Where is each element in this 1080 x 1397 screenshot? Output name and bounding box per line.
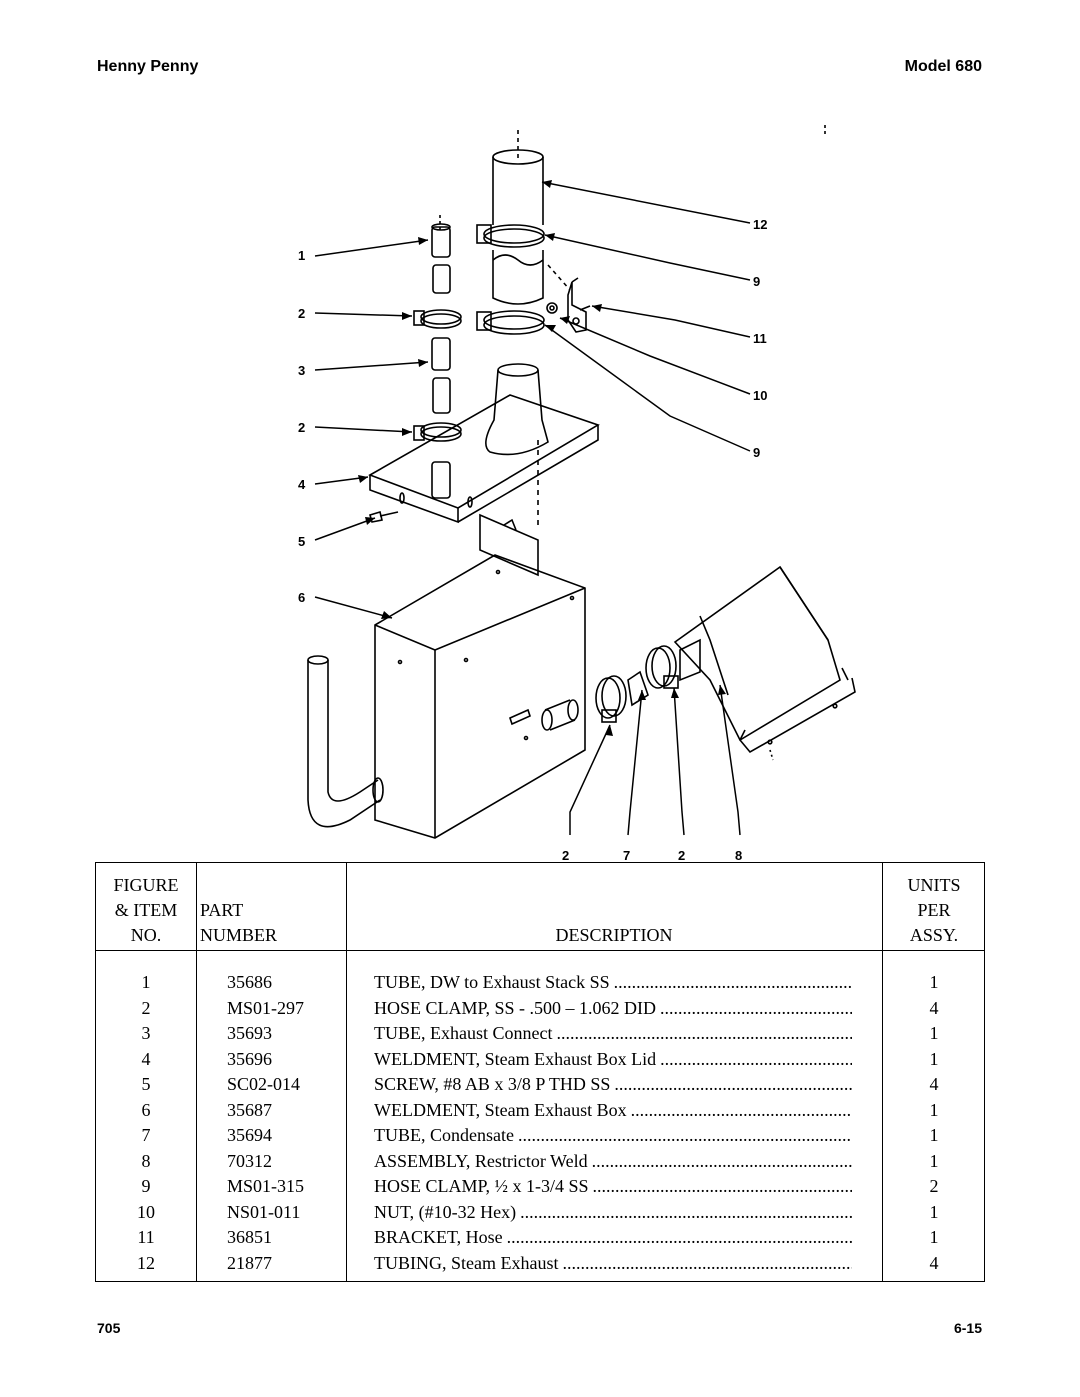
header-description: DESCRIPTION [555, 925, 673, 945]
quantity: 4 [929, 1074, 939, 1094]
table-row: 6 35687 WELDMENT, Steam Exhaust Box 1 [96, 1100, 984, 1126]
description: TUBE, Exhaust Connect [374, 1023, 852, 1044]
item-number: 3 [141, 1023, 151, 1043]
table-row: 9 MS01-315 HOSE CLAMP, ½ x 1-3/4 SS 2 [96, 1176, 984, 1202]
part-number: NS01-011 [227, 1201, 301, 1222]
header-units-per-assy: UNITS PER ASSY. [907, 875, 961, 945]
part-number: 35694 [227, 1125, 272, 1145]
table-row: 12 21877 TUBING, Steam Exhaust 4 [96, 1253, 984, 1279]
part-number: 35693 [227, 1023, 272, 1043]
header-part-number: PART NUMBER [200, 900, 278, 945]
description: NUT, (#10-32 Hex) [374, 1202, 852, 1223]
item-number: 2 [141, 997, 151, 1018]
item-number: 1 [141, 972, 151, 992]
quantity: 1 [929, 1023, 939, 1043]
callout-left-2: 2 [298, 306, 305, 321]
description: ASSEMBLY, Restrictor Weld [374, 1151, 852, 1172]
callout-left-3: 3 [298, 363, 305, 378]
quantity: 1 [929, 972, 939, 992]
description: WELDMENT, Steam Exhaust Box Lid [374, 1049, 852, 1070]
callout-left-4: 2 [298, 420, 305, 435]
parts-table: FIGURE & ITEM NO. PART NUMBER DESCRIPTIO… [95, 862, 985, 1282]
description: WELDMENT, Steam Exhaust Box [374, 1100, 852, 1121]
quantity: 1 [929, 1227, 939, 1247]
quantity: 4 [929, 997, 939, 1018]
part-number: MS01-297 [227, 997, 305, 1018]
callout-right-3: 11 [753, 331, 767, 346]
part-number: SC02-014 [227, 1074, 301, 1094]
description: HOSE CLAMP, SS - .500 – 1.062 DID [374, 998, 852, 1019]
quantity: 1 [929, 1125, 939, 1145]
table-row: 8 70312 ASSEMBLY, Restrictor Weld 1 [96, 1151, 984, 1177]
table-row: 10 NS01-011 NUT, (#10-32 Hex) 1 [96, 1202, 984, 1228]
description: TUBE, Condensate [374, 1125, 852, 1146]
description: SCREW, #8 AB x 3/8 P THD SS [374, 1074, 852, 1095]
header-rule [96, 950, 984, 951]
table-row: 5 SC02-014 SCREW, #8 AB x 3/8 P THD SS 4 [96, 1074, 984, 1100]
callout-right-5: 9 [753, 445, 760, 460]
part-number: 35687 [227, 1099, 272, 1120]
quantity: 1 [929, 1150, 939, 1171]
header-figure-item: FIGURE & ITEM NO. [113, 875, 179, 945]
quantity: 1 [929, 1099, 939, 1120]
description: TUBING, Steam Exhaust [374, 1253, 852, 1274]
description: TUBE, DW to Exhaust Stack SS [374, 972, 852, 993]
item-number: 5 [141, 1074, 151, 1094]
callout-bottom-4: 8 [735, 848, 742, 863]
description: HOSE CLAMP, ½ x 1-3/4 SS [374, 1176, 852, 1197]
callout-left-7: 6 [298, 590, 305, 605]
callout-left-5: 4 [298, 477, 306, 492]
footer-left: 705 [97, 1320, 121, 1336]
item-number: 8 [141, 1150, 151, 1171]
quantity: 2 [929, 1176, 939, 1196]
table-row: 7 35694 TUBE, Condensate 1 [96, 1125, 984, 1151]
item-number: 4 [141, 1048, 151, 1069]
callout-bottom-1: 2 [562, 848, 569, 863]
callout-right-4: 10 [753, 388, 767, 403]
table-row: 3 35693 TUBE, Exhaust Connect 1 [96, 1023, 984, 1049]
page-number: 6-15 [953, 1320, 982, 1336]
table-row: 4 35696 WELDMENT, Steam Exhaust Box Lid 1 [96, 1049, 984, 1075]
quantity: 1 [929, 1048, 939, 1069]
parts-diagram: 1 2 3 2 4 5 6 12 9 11 10 9 2 7 2 8 [298, 125, 856, 863]
header-brand: Henny Penny [97, 58, 199, 75]
part-number: 35686 [227, 972, 272, 992]
column-divider [882, 863, 883, 1281]
header-model: Model 680 [904, 58, 982, 75]
part-number: 21877 [227, 1252, 272, 1273]
item-number: 7 [141, 1125, 151, 1145]
callout-left-6: 5 [298, 534, 305, 549]
item-number: 10 [137, 1201, 155, 1222]
callout-right-1: 12 [753, 217, 767, 232]
item-number: 9 [141, 1176, 151, 1196]
item-number: 6 [141, 1099, 151, 1120]
part-number: 36851 [227, 1227, 272, 1247]
table-row: 2 MS01-297 HOSE CLAMP, SS - .500 – 1.062 D… [96, 998, 984, 1024]
callout-left-1: 1 [298, 248, 305, 263]
part-number: MS01-315 [227, 1176, 305, 1196]
column-divider [196, 863, 197, 1281]
item-number: 12 [137, 1252, 155, 1273]
quantity: 4 [929, 1252, 939, 1273]
callout-bottom-3: 2 [678, 848, 685, 863]
part-number: 70312 [227, 1150, 272, 1171]
callout-right-2: 9 [753, 274, 760, 289]
quantity: 1 [929, 1201, 939, 1222]
table-row: 1 35686 TUBE, DW to Exhaust Stack SS 1 [96, 972, 984, 998]
part-number: 35696 [227, 1048, 272, 1069]
table-row: 11 36851 BRACKET, Hose 1 [96, 1227, 984, 1253]
item-number: 11 [137, 1227, 155, 1247]
column-divider [346, 863, 347, 1281]
callout-bottom-2: 7 [623, 848, 630, 863]
description: BRACKET, Hose [374, 1227, 852, 1248]
